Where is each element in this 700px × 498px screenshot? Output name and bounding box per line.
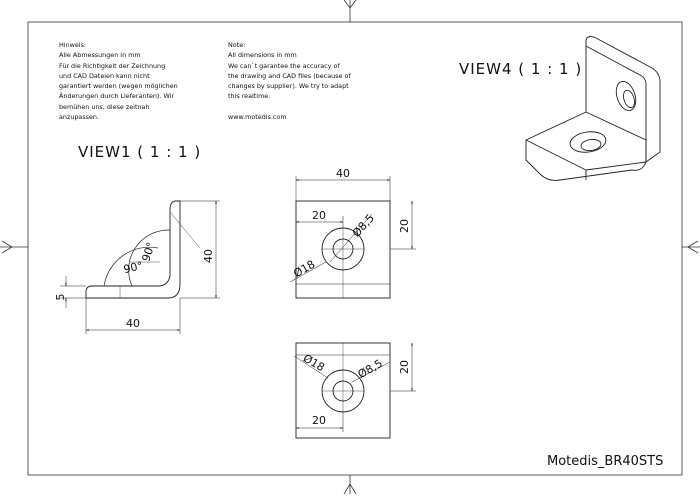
angle-arc-left	[103, 246, 159, 287]
dim-top-width: 40	[336, 167, 350, 180]
view4-title: VIEW4 ( 1 : 1 )	[459, 60, 583, 78]
note-line: garantiert werden (wegen möglichen	[59, 82, 178, 91]
view4-isometric	[525, 35, 661, 181]
dim-bot-side: 20	[398, 360, 411, 374]
dim-top-hole: Ø8,5	[350, 212, 377, 240]
top-plate-view	[295, 200, 391, 299]
dim-top-offset: 20	[312, 209, 326, 222]
dim-v1-angle-left: 90°	[122, 259, 144, 276]
note-line: this realtime.	[228, 92, 271, 101]
note-line: Änderungen durch Lieferanten). Wir	[59, 92, 175, 101]
note-line: Für die Richtigkeit der Zeichnung	[59, 61, 166, 70]
note-line: the drawing and CAD files (because of	[228, 71, 351, 80]
view1-profile	[85, 200, 201, 299]
bottom-view-dimensions	[293, 343, 416, 432]
dim-v1-width: 40	[126, 317, 140, 330]
dim-top-counterbore: Ø18	[291, 258, 317, 281]
note-website: www.motedis.com	[228, 112, 287, 121]
view1-title: VIEW1 ( 1 : 1 )	[78, 143, 202, 161]
dim-top-side: 20	[398, 219, 411, 233]
note-line: anzupassen.	[59, 113, 100, 122]
dim-bot-offset: 20	[312, 414, 326, 427]
note-line: We can`t garantee the accuracy of	[228, 61, 340, 70]
note-heading: Note:	[228, 41, 246, 49]
note-line: und CAD Dateien kann nicht	[59, 71, 150, 80]
note-line: changes by supplier). We try to adapt	[228, 82, 349, 91]
note-line: bemühen uns, diese zeitnah	[59, 102, 150, 111]
document-name: Motedis_BR40STS	[547, 454, 664, 469]
angle-profile-outline	[85, 200, 181, 299]
dim-bot-hole: Ø8,5	[356, 357, 385, 381]
note-english: Note: All dimensions in mm We can`t gara…	[228, 40, 351, 122]
note-line: Alle Abmessungen in mm	[59, 51, 141, 60]
note-heading: Hinweis:	[59, 41, 87, 49]
dim-v1-height: 40	[202, 249, 215, 263]
view1-dimensions	[60, 200, 220, 334]
sheet-border	[27, 21, 683, 476]
note-line	[228, 102, 351, 112]
dim-v1-angle-right: 90°	[139, 241, 157, 264]
note-line: All dimensions in mm	[228, 51, 297, 60]
angle-arc-right	[128, 229, 171, 287]
top-view-dimensions	[289, 176, 416, 283]
note-german: Hinweis: Alle Abmessungen in mm Für die …	[59, 40, 178, 122]
dim-v1-thickness: 5	[54, 294, 67, 301]
